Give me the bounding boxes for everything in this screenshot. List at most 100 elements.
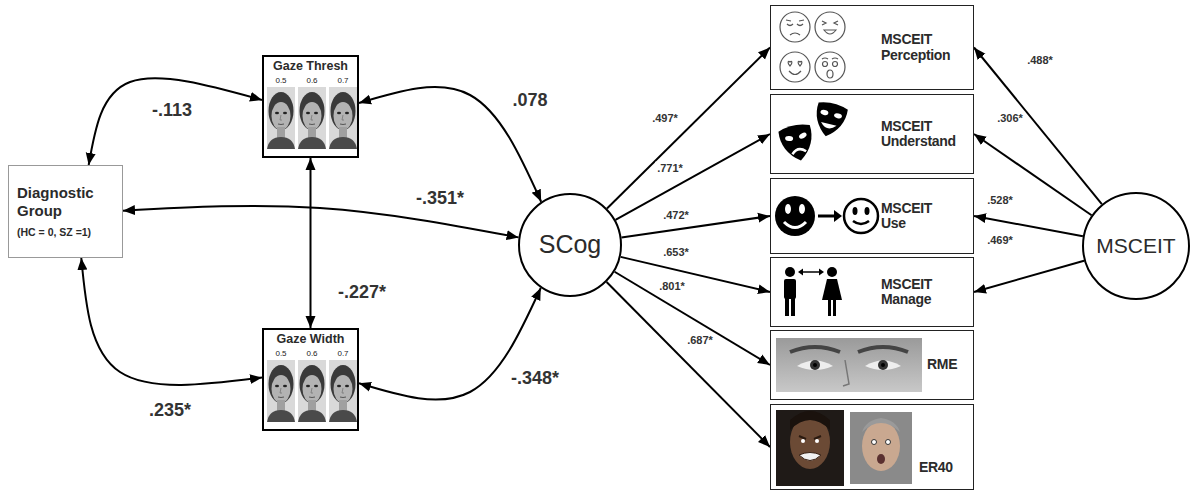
path-coefficient: .078 — [510, 90, 549, 111]
smiley-transition — [865, 207, 870, 215]
path-coefficient: .528* — [985, 194, 1015, 207]
emoji-faces — [798, 61, 802, 66]
path-arrow — [123, 206, 519, 237]
eyes-photo — [878, 360, 888, 370]
emoji-faces — [815, 12, 845, 42]
eyes-photo — [843, 360, 849, 386]
people-figures — [819, 269, 824, 276]
smiley-transition — [775, 196, 878, 236]
emoji-faces — [787, 24, 793, 26]
theatre-masks — [778, 122, 817, 164]
face-photos — [862, 418, 900, 432]
indicator-box: MSCEIT Use — [770, 178, 974, 254]
path-arrow — [607, 48, 770, 209]
path-arrow — [81, 258, 262, 385]
path-coefficient: .488* — [1025, 54, 1055, 67]
indicator-box: MSCEIT Manage — [770, 257, 974, 327]
face-photos — [799, 436, 821, 439]
path-coefficient: -.113 — [150, 100, 194, 121]
path-coefficient: .687* — [685, 334, 715, 347]
face-strip — [298, 360, 326, 422]
face-strip — [267, 360, 357, 422]
smiley-transition — [853, 207, 858, 215]
path-arrow — [359, 87, 541, 202]
emoji-faces — [834, 21, 838, 25]
intensity-level: 0.6 — [305, 77, 318, 85]
smiley-transition — [785, 204, 791, 214]
smiley-transition — [799, 204, 805, 214]
face-photos — [801, 439, 805, 443]
eyes-photo — [881, 363, 885, 367]
smiley-transition — [818, 215, 835, 218]
emoji-faces — [815, 52, 845, 82]
face-photos — [877, 454, 885, 464]
eyes-photo — [865, 361, 901, 371]
node-subtitle: (HC = 0, SZ =1) — [17, 226, 91, 239]
emoji-faces — [823, 62, 828, 67]
smiley-transition — [784, 222, 806, 228]
path-coefficient: .653* — [661, 246, 691, 259]
path-coefficient: .235* — [147, 400, 193, 421]
theatre-masks — [820, 122, 837, 130]
people-figures — [785, 298, 789, 316]
node-title: Gaze Width — [277, 332, 345, 346]
face-strip — [298, 87, 326, 149]
node-title: Gaze Thresh — [273, 59, 348, 73]
eyes-photo — [813, 363, 817, 367]
theatre-masks — [792, 148, 806, 154]
face-strip — [329, 360, 357, 422]
node-title: MSCEIT Understand — [881, 119, 959, 150]
path-arrow — [974, 48, 1102, 205]
indicator-box: RME — [770, 330, 974, 400]
path-arrow — [359, 288, 541, 400]
people-figures — [785, 267, 795, 277]
path-coefficient: .801* — [657, 280, 687, 293]
eyes-photo — [810, 360, 820, 370]
path-arrow — [607, 282, 770, 447]
emoji-faces — [790, 33, 800, 35]
path-arrow — [621, 216, 770, 238]
face-photos — [850, 412, 912, 484]
face-photos — [886, 440, 891, 445]
emoji-faces — [789, 71, 801, 75]
path-arrow — [310, 158, 312, 328]
smiley-transition — [834, 210, 842, 222]
node-title: MSCEIT Perception — [881, 32, 959, 63]
emoji-faces — [780, 12, 810, 42]
emoji-faces — [780, 12, 810, 42]
face-strip — [267, 87, 295, 149]
path-arrow — [89, 78, 262, 165]
emoji-faces — [780, 52, 810, 82]
node-title: Diagnostic Group — [17, 184, 112, 219]
path-arrow — [615, 272, 770, 365]
people-figures — [822, 279, 842, 300]
emoji-faces — [824, 30, 836, 34]
eyes-photo — [776, 338, 922, 392]
people-figures — [833, 300, 836, 316]
emoji-faces — [822, 21, 826, 25]
emoji-faces — [780, 12, 845, 82]
face-strip — [267, 360, 295, 422]
emoji-faces — [786, 20, 804, 21]
emoji-faces — [815, 52, 845, 82]
face-photos — [872, 440, 877, 445]
emoji-faces — [797, 24, 803, 26]
latent-circle: SCog — [518, 193, 622, 297]
theatre-masks — [810, 99, 850, 142]
intensity-level: 0.7 — [336, 350, 349, 358]
theatre-masks — [820, 109, 829, 116]
emoji-faces — [815, 12, 845, 42]
latent-circle: MSCEIT — [1082, 192, 1190, 300]
path-coefficient: .469* — [985, 234, 1015, 247]
people-figures — [798, 269, 803, 276]
face-photos — [799, 453, 821, 461]
face-photos — [776, 410, 912, 486]
people-figures — [827, 267, 837, 277]
face-strip — [329, 87, 357, 149]
face-strip — [267, 87, 357, 149]
people-figures — [784, 267, 842, 316]
indicator-box: ER40 — [770, 404, 974, 490]
people-figures — [784, 279, 796, 299]
intensity-level: 0.6 — [305, 350, 318, 358]
